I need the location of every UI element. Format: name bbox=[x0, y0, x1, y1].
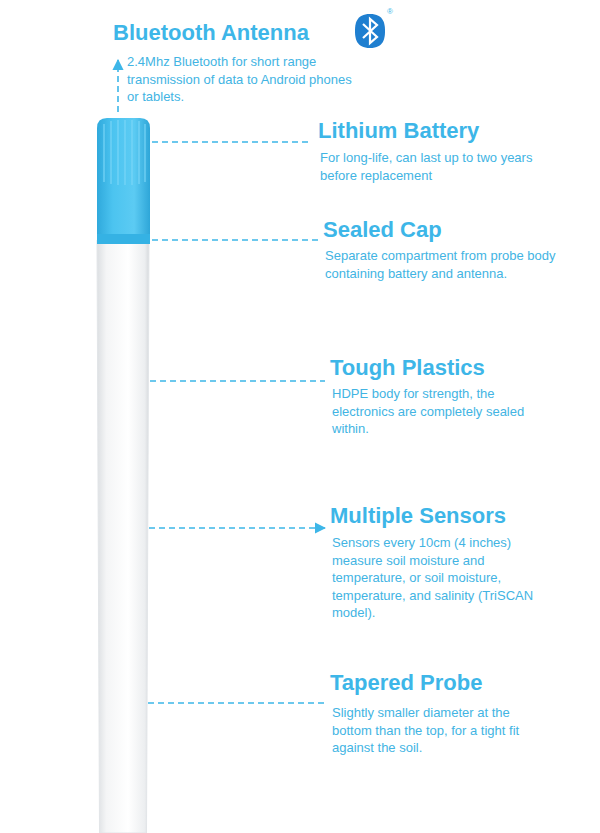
part-note: 2.4Mhz Bluetooth for short range transmi… bbox=[127, 53, 362, 106]
part-name: Lithium Battery bbox=[318, 118, 479, 144]
part-note: For long-life, can last up to two years … bbox=[320, 149, 560, 184]
part-note: HDPE body for strength, the electronics … bbox=[332, 385, 537, 438]
cap-rim bbox=[97, 234, 150, 244]
part-name: Multiple Sensors bbox=[330, 503, 506, 529]
part-name: Sealed Cap bbox=[323, 217, 442, 243]
part-name: Bluetooth Antenna bbox=[113, 20, 309, 46]
part-note: Separate compartment from probe body con… bbox=[325, 247, 560, 282]
part-name: Tapered Probe bbox=[330, 670, 482, 696]
bluetooth-logo bbox=[355, 14, 385, 48]
probe-body bbox=[97, 240, 149, 833]
leader-lines bbox=[118, 60, 325, 703]
part-note: Sensors every 10cm (4 inches) measure so… bbox=[332, 534, 552, 622]
part-note: Slightly smaller diameter at the bottom … bbox=[332, 704, 522, 757]
trademark-mark: ® bbox=[387, 7, 393, 16]
cap-ridges bbox=[104, 120, 145, 185]
sealed-cap bbox=[97, 118, 150, 244]
part-name: Tough Plastics bbox=[330, 355, 485, 381]
